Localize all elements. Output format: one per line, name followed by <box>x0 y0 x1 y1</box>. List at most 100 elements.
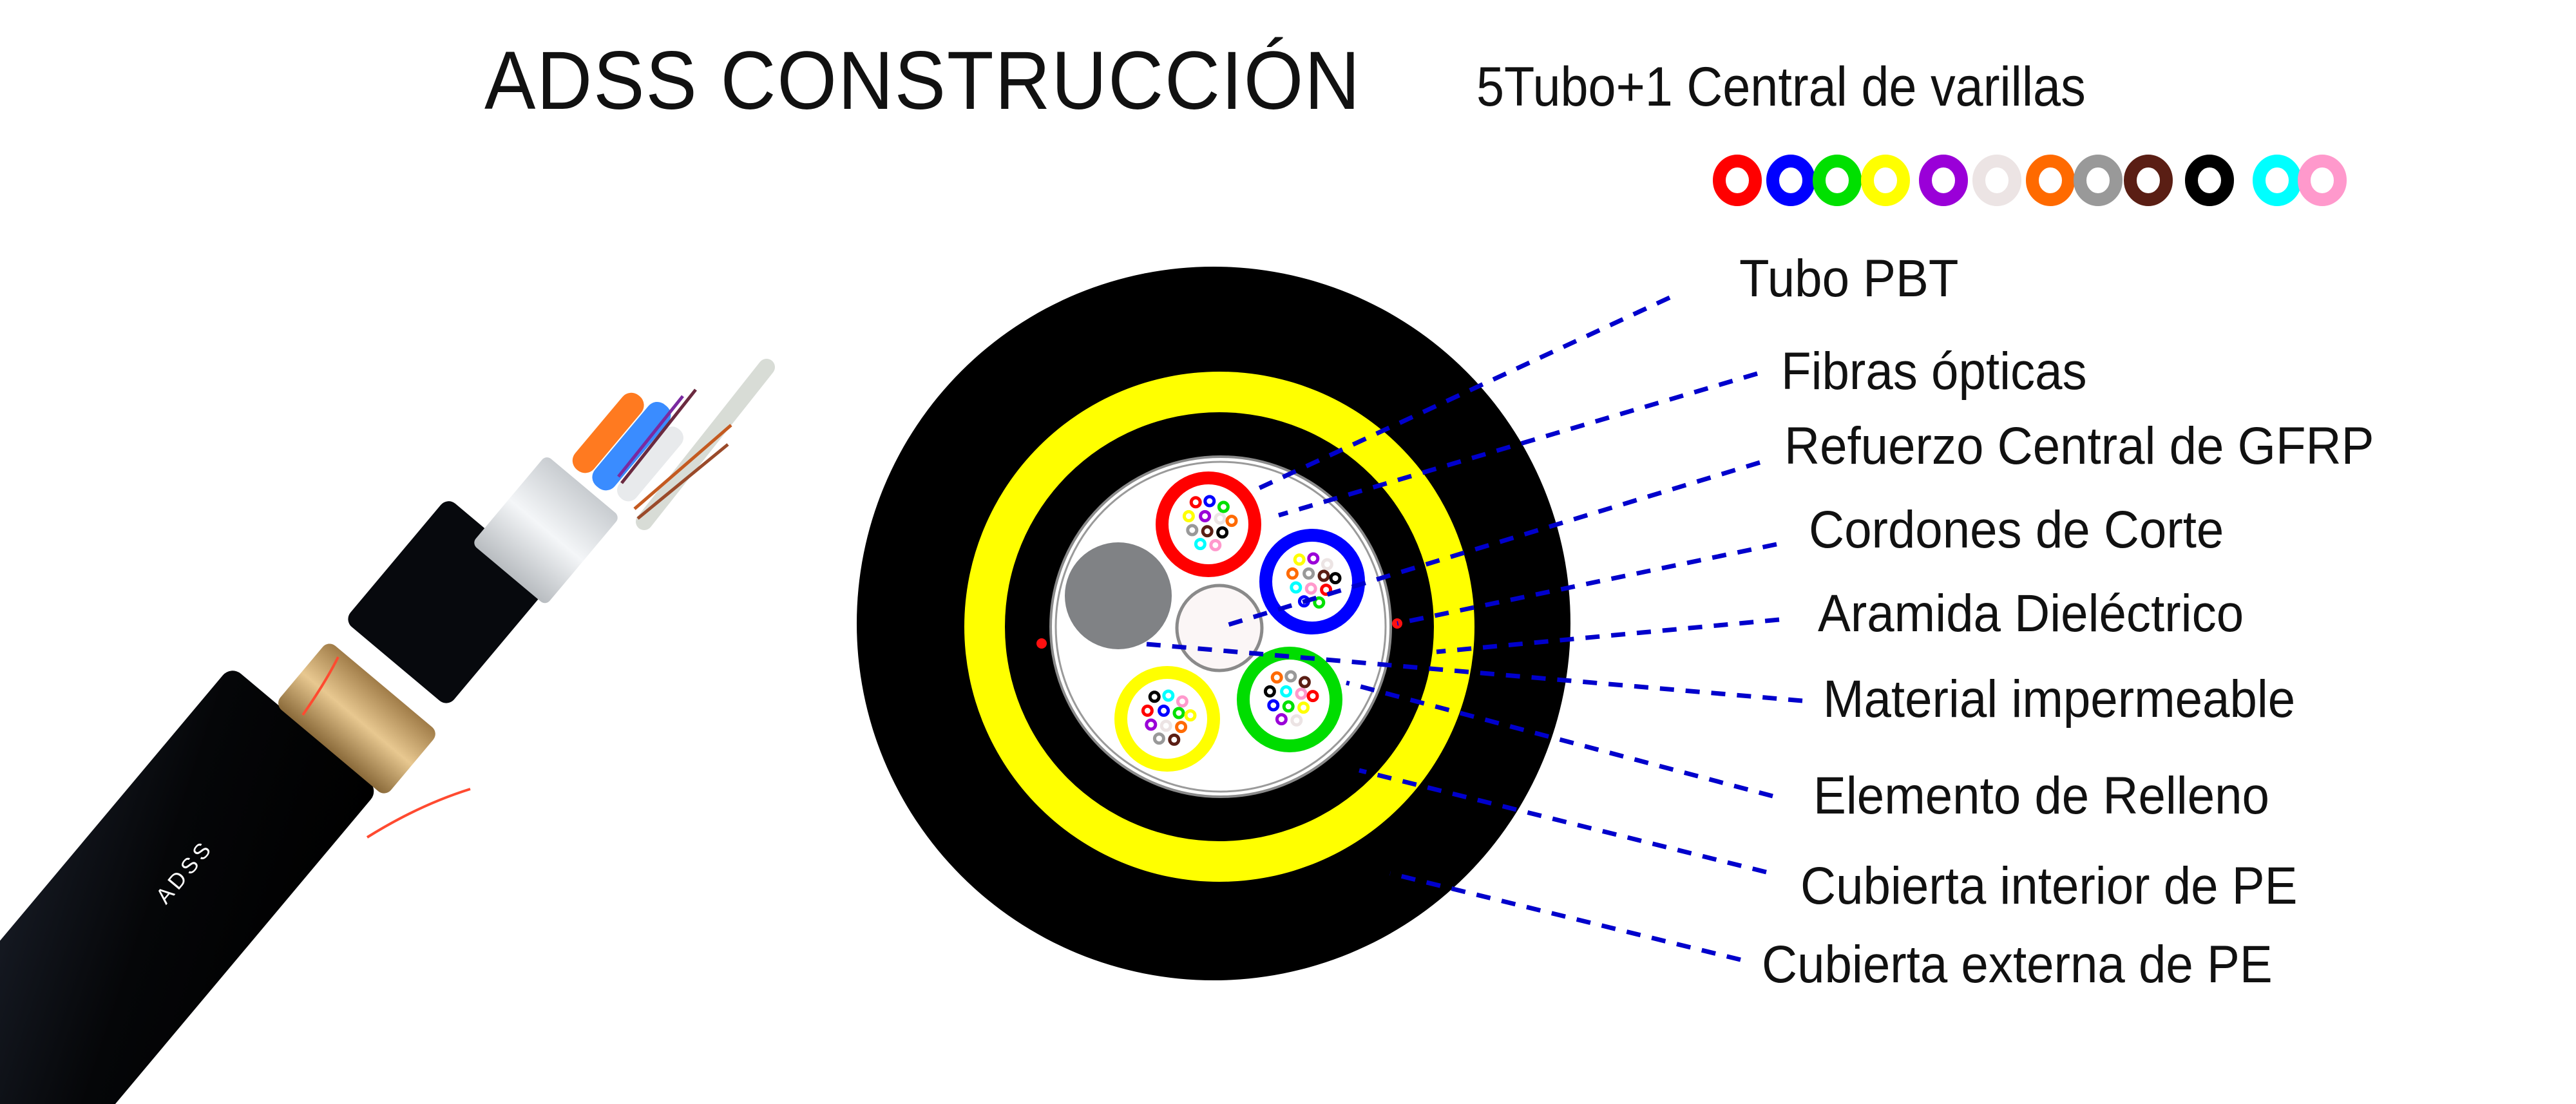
optical-fiber <box>1162 689 1175 702</box>
yellow-tube <box>1114 666 1220 772</box>
color-ring-red <box>1713 155 1762 206</box>
leader-cordones-corte <box>1397 542 1777 626</box>
optical-fiber <box>1290 714 1303 727</box>
optical-fiber <box>1168 733 1181 746</box>
label-tubo-pbt: Tubo PBT <box>1739 249 1959 308</box>
ripcord-strand <box>301 656 339 716</box>
optical-fiber <box>1317 569 1330 582</box>
leader-cubierta-externa <box>1389 871 1741 962</box>
color-ring-orange <box>2026 155 2075 206</box>
optical-fiber <box>1184 709 1197 722</box>
leader-refuerzo-central <box>1223 460 1761 629</box>
optical-fiber <box>1302 567 1315 580</box>
leader-material-impermeable <box>1146 642 1803 703</box>
optical-fiber <box>1199 509 1212 522</box>
optical-fiber <box>1304 582 1317 595</box>
tube-wall <box>1156 471 1261 577</box>
cable-core-inner-line <box>1054 461 1387 793</box>
optical-fiber <box>1320 584 1333 596</box>
ripcord-strand <box>366 788 471 839</box>
optical-fiber <box>1295 687 1308 700</box>
optical-fiber <box>1286 567 1299 580</box>
loose-tube-blue <box>592 401 671 491</box>
optical-fiber <box>1216 526 1229 539</box>
color-ring-green <box>1813 155 1862 206</box>
optical-fiber <box>1225 515 1238 528</box>
optical-fiber <box>1275 713 1288 726</box>
fiber-strand <box>617 395 684 478</box>
red-tube <box>1156 471 1261 577</box>
outer-jacket <box>0 671 374 1104</box>
optical-fiber <box>1176 695 1188 708</box>
cable-photo: ADSS <box>0 359 775 1104</box>
color-ring-brown <box>2124 155 2173 206</box>
optical-fiber <box>1282 700 1295 713</box>
fiber-strand <box>636 443 729 520</box>
color-ring-cyan <box>2253 155 2302 206</box>
tube-wall <box>1259 529 1365 634</box>
color-ring-white <box>1972 155 2021 206</box>
optical-fiber <box>1270 671 1283 684</box>
page-subtitle: 5Tubo+1 Central de varillas <box>1476 56 2086 118</box>
optical-fiber <box>1189 496 1202 509</box>
optical-fiber <box>1159 719 1172 732</box>
optical-fiber <box>1267 699 1280 712</box>
color-ring-pink <box>2298 155 2347 206</box>
label-cubierta-interior: Cubierta interior de PE <box>1800 857 2298 915</box>
tube-wall <box>1237 647 1342 752</box>
cable-cross-section <box>857 267 1570 980</box>
color-ring-gray <box>2074 155 2123 206</box>
optical-fiber <box>1148 690 1161 703</box>
label-cordones-corte: Cordones de Corte <box>1809 500 2224 559</box>
optical-fiber <box>1298 676 1311 689</box>
optical-fiber <box>1201 525 1214 538</box>
optical-fiber <box>1313 596 1326 609</box>
optical-fiber <box>1214 512 1226 525</box>
optical-fiber <box>1280 685 1293 698</box>
optical-fiber <box>1307 552 1320 565</box>
color-ring-black <box>2185 155 2234 206</box>
color-ring-blue <box>1766 155 1815 206</box>
leader-cubierta-interior <box>1359 768 1767 875</box>
fiber-color-code <box>1713 155 2347 206</box>
optical-fiber <box>1329 572 1342 585</box>
label-fibras-opticas: Fibras ópticas <box>1781 342 2087 401</box>
label-material-impermeable: Material impermeable <box>1823 670 2296 728</box>
optical-fiber <box>1203 495 1216 508</box>
color-ring-yellow <box>1861 155 1910 206</box>
optical-fiber <box>1175 721 1188 734</box>
optical-fiber <box>1284 670 1297 683</box>
label-cubierta-externa: Cubierta externa de PE <box>1762 935 2273 994</box>
color-ring-purple <box>1919 155 1968 206</box>
fiber-strand <box>633 424 732 510</box>
optical-fiber <box>1172 707 1185 719</box>
optical-fiber <box>1306 690 1319 703</box>
optical-fiber <box>1141 704 1154 717</box>
optical-fiber <box>1182 509 1195 522</box>
optical-fiber <box>1152 732 1165 745</box>
optical-fiber <box>1209 538 1222 551</box>
loose-tubes <box>1114 471 1365 772</box>
leader-elemento-relleno <box>1346 680 1773 799</box>
filler-element <box>1065 542 1172 649</box>
ripcord <box>1036 638 1047 649</box>
loose-tube-orange <box>572 392 644 473</box>
optical-fiber <box>1263 685 1276 698</box>
label-aramida: Aramida Dieléctrico <box>1818 584 2244 643</box>
optical-fiber <box>1217 500 1230 513</box>
optical-fiber <box>1297 701 1310 714</box>
loose-tube-white <box>616 426 683 502</box>
optical-fiber <box>1293 553 1306 566</box>
central-strength-member <box>1175 584 1264 672</box>
fiber-strand <box>620 388 697 484</box>
tube-wall <box>1114 666 1220 772</box>
water-blocking-wrap <box>474 457 618 604</box>
optical-fiber <box>1158 704 1170 717</box>
optical-fiber <box>1194 538 1207 551</box>
leader-fibras-opticas <box>1278 371 1758 518</box>
label-elemento-relleno: Elemento de Relleno <box>1813 766 2269 825</box>
optical-fiber <box>1290 581 1302 594</box>
leader-lines <box>1146 295 1803 962</box>
label-refuerzo-central: Refuerzo Central de GFRP <box>1784 417 2374 475</box>
